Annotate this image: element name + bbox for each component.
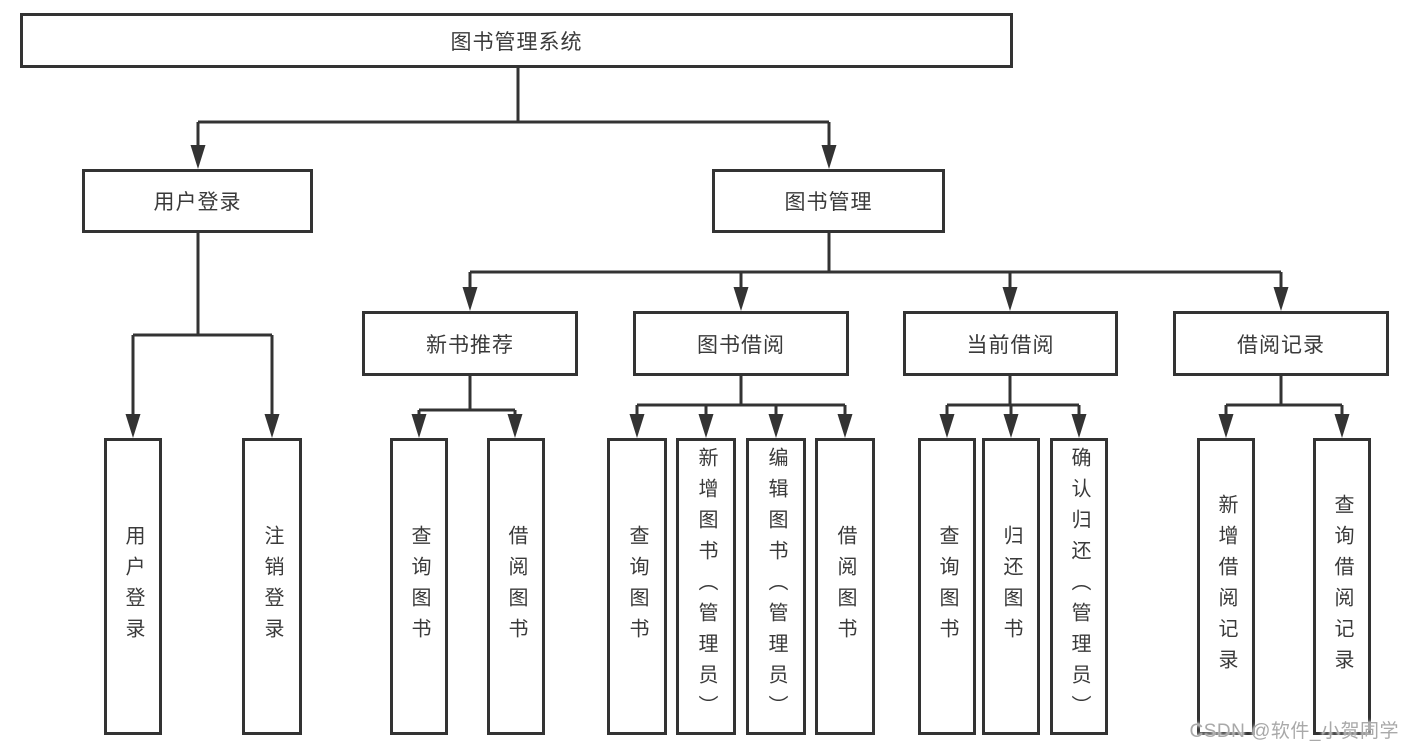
node-book-borrowing-label: 图书借阅 xyxy=(697,333,785,357)
node-current-borrowing: 当前借阅 xyxy=(903,311,1118,376)
arrowhead-icon xyxy=(264,414,280,438)
node-user-login: 用户登录 xyxy=(82,169,313,233)
arrowhead-icon xyxy=(411,414,427,438)
leaf-add-book-admin: 新增图书（管理员） xyxy=(676,438,736,735)
leaf-edit-book-admin-label: 编辑图书（管理员） xyxy=(765,447,787,726)
leaf-borrow-books-label: 借阅图书 xyxy=(834,524,856,649)
arrowhead-icon xyxy=(939,414,955,438)
node-root: 图书管理系统 xyxy=(20,13,1013,68)
leaf-query-books-current: 查询图书 xyxy=(918,438,976,735)
node-book-management-label: 图书管理 xyxy=(784,191,873,214)
leaf-user-login: 用户登录 xyxy=(104,438,162,735)
leaf-user-login-label: 用户登录 xyxy=(122,524,144,649)
node-root-label: 图书管理系统 xyxy=(450,30,583,54)
node-borrowing-records-label: 借阅记录 xyxy=(1237,333,1325,357)
leaf-borrow-books-recommend-label: 借阅图书 xyxy=(505,524,527,649)
arrowhead-icon xyxy=(1071,414,1087,438)
leaf-logout-login-label: 注销登录 xyxy=(261,524,283,649)
arrowhead-icon xyxy=(190,145,206,169)
arrowhead-icon xyxy=(629,414,645,438)
arrowhead-icon xyxy=(1218,414,1234,438)
node-new-book-recommend: 新书推荐 xyxy=(362,311,578,376)
leaf-confirm-return-admin: 确认归还（管理员） xyxy=(1050,438,1108,735)
arrowhead-icon xyxy=(1002,287,1018,311)
leaf-add-borrow-record: 新增借阅记录 xyxy=(1197,438,1255,735)
arrowhead-icon xyxy=(821,145,837,169)
arrowhead-icon xyxy=(837,414,853,438)
arrowhead-icon xyxy=(1273,287,1289,311)
arrowhead-icon xyxy=(698,414,714,438)
node-current-borrowing-label: 当前借阅 xyxy=(966,333,1055,357)
leaf-confirm-return-admin-label: 确认归还（管理员） xyxy=(1068,447,1090,726)
node-book-borrowing: 图书借阅 xyxy=(633,311,849,376)
leaf-return-books-label: 归还图书 xyxy=(1000,524,1022,649)
arrowhead-icon xyxy=(768,414,784,438)
leaf-query-books-recommend: 查询图书 xyxy=(390,438,448,735)
arrowhead-icon xyxy=(733,287,749,311)
leaf-edit-book-admin: 编辑图书（管理员） xyxy=(746,438,806,735)
leaf-add-borrow-record-label: 新增借阅记录 xyxy=(1215,493,1237,680)
leaf-query-borrow-record-label: 查询借阅记录 xyxy=(1331,493,1353,680)
arrowhead-icon xyxy=(1003,414,1019,438)
leaf-add-book-admin-label: 新增图书（管理员） xyxy=(695,447,717,726)
leaf-query-books-recommend-label: 查询图书 xyxy=(408,524,430,649)
watermark-text: CSDN @软件_小贺同学 xyxy=(1189,721,1399,742)
arrowhead-icon xyxy=(507,414,523,438)
leaf-borrow-books-recommend: 借阅图书 xyxy=(487,438,545,735)
arrowhead-icon xyxy=(125,414,141,438)
node-book-management: 图书管理 xyxy=(712,169,945,233)
leaf-query-books-borrowing: 查询图书 xyxy=(607,438,667,735)
arrowhead-icon xyxy=(1334,414,1350,438)
leaf-query-books-borrowing-label: 查询图书 xyxy=(626,524,648,649)
leaf-query-books-current-label: 查询图书 xyxy=(936,524,958,649)
node-user-login-label: 用户登录 xyxy=(153,191,242,214)
node-new-book-recommend-label: 新书推荐 xyxy=(426,333,514,357)
leaf-borrow-books: 借阅图书 xyxy=(815,438,875,735)
node-borrowing-records: 借阅记录 xyxy=(1173,311,1389,376)
leaf-logout-login: 注销登录 xyxy=(242,438,302,735)
leaf-query-borrow-record: 查询借阅记录 xyxy=(1313,438,1371,735)
arrowhead-icon xyxy=(462,287,478,311)
leaf-return-books: 归还图书 xyxy=(982,438,1040,735)
